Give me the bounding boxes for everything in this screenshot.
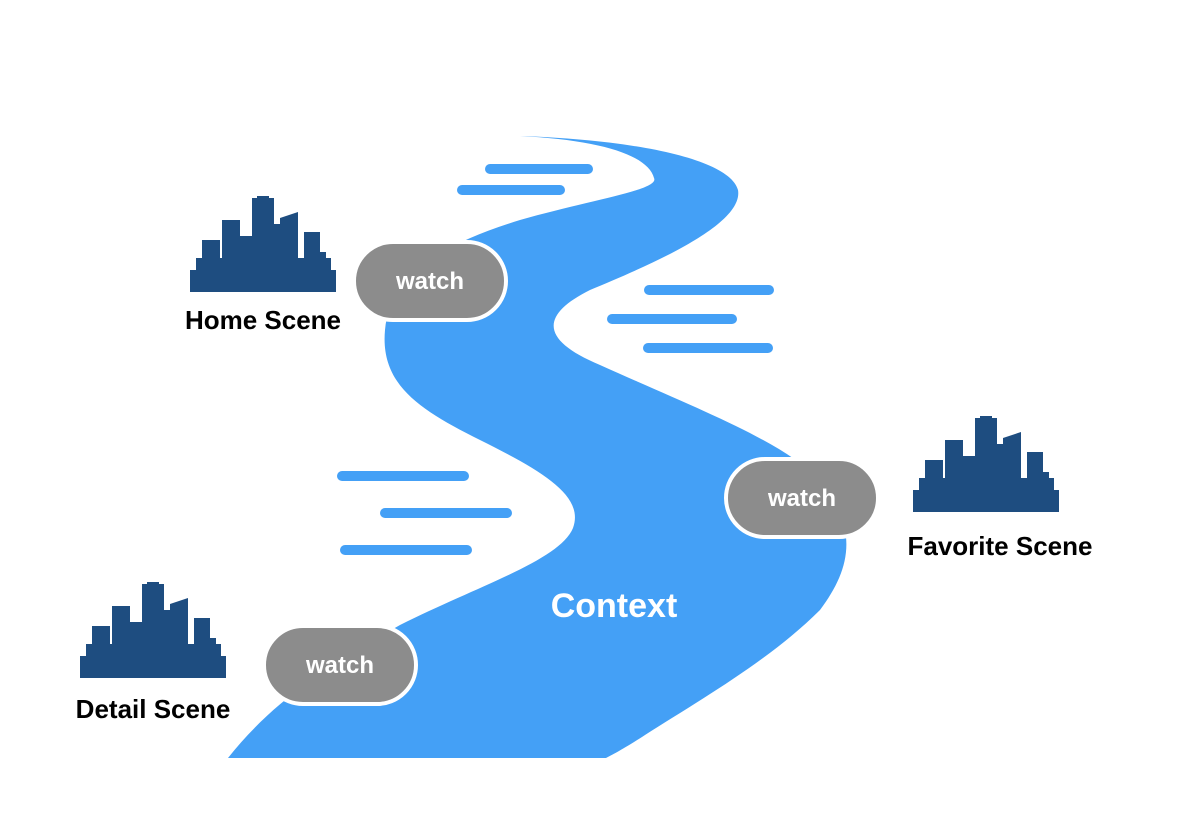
watch-label: watch [767, 485, 836, 512]
watch-label: watch [395, 268, 464, 295]
favorite-scene-label: Favorite Scene [908, 531, 1093, 561]
context-river [228, 136, 847, 758]
watch-pill-detail: watch [262, 624, 418, 706]
watch-label: watch [305, 652, 374, 679]
home-city-icon [190, 196, 336, 292]
home-scene-label: Home Scene [185, 305, 341, 335]
detail-city-icon [80, 582, 226, 678]
detail-scene-label: Detail Scene [76, 694, 231, 724]
watch-pill-favorite: watch [724, 457, 880, 539]
flow-lines [337, 164, 774, 555]
watch-pill-home: watch [352, 240, 508, 322]
context-label: Context [551, 587, 678, 625]
favorite-city-icon [913, 416, 1059, 512]
